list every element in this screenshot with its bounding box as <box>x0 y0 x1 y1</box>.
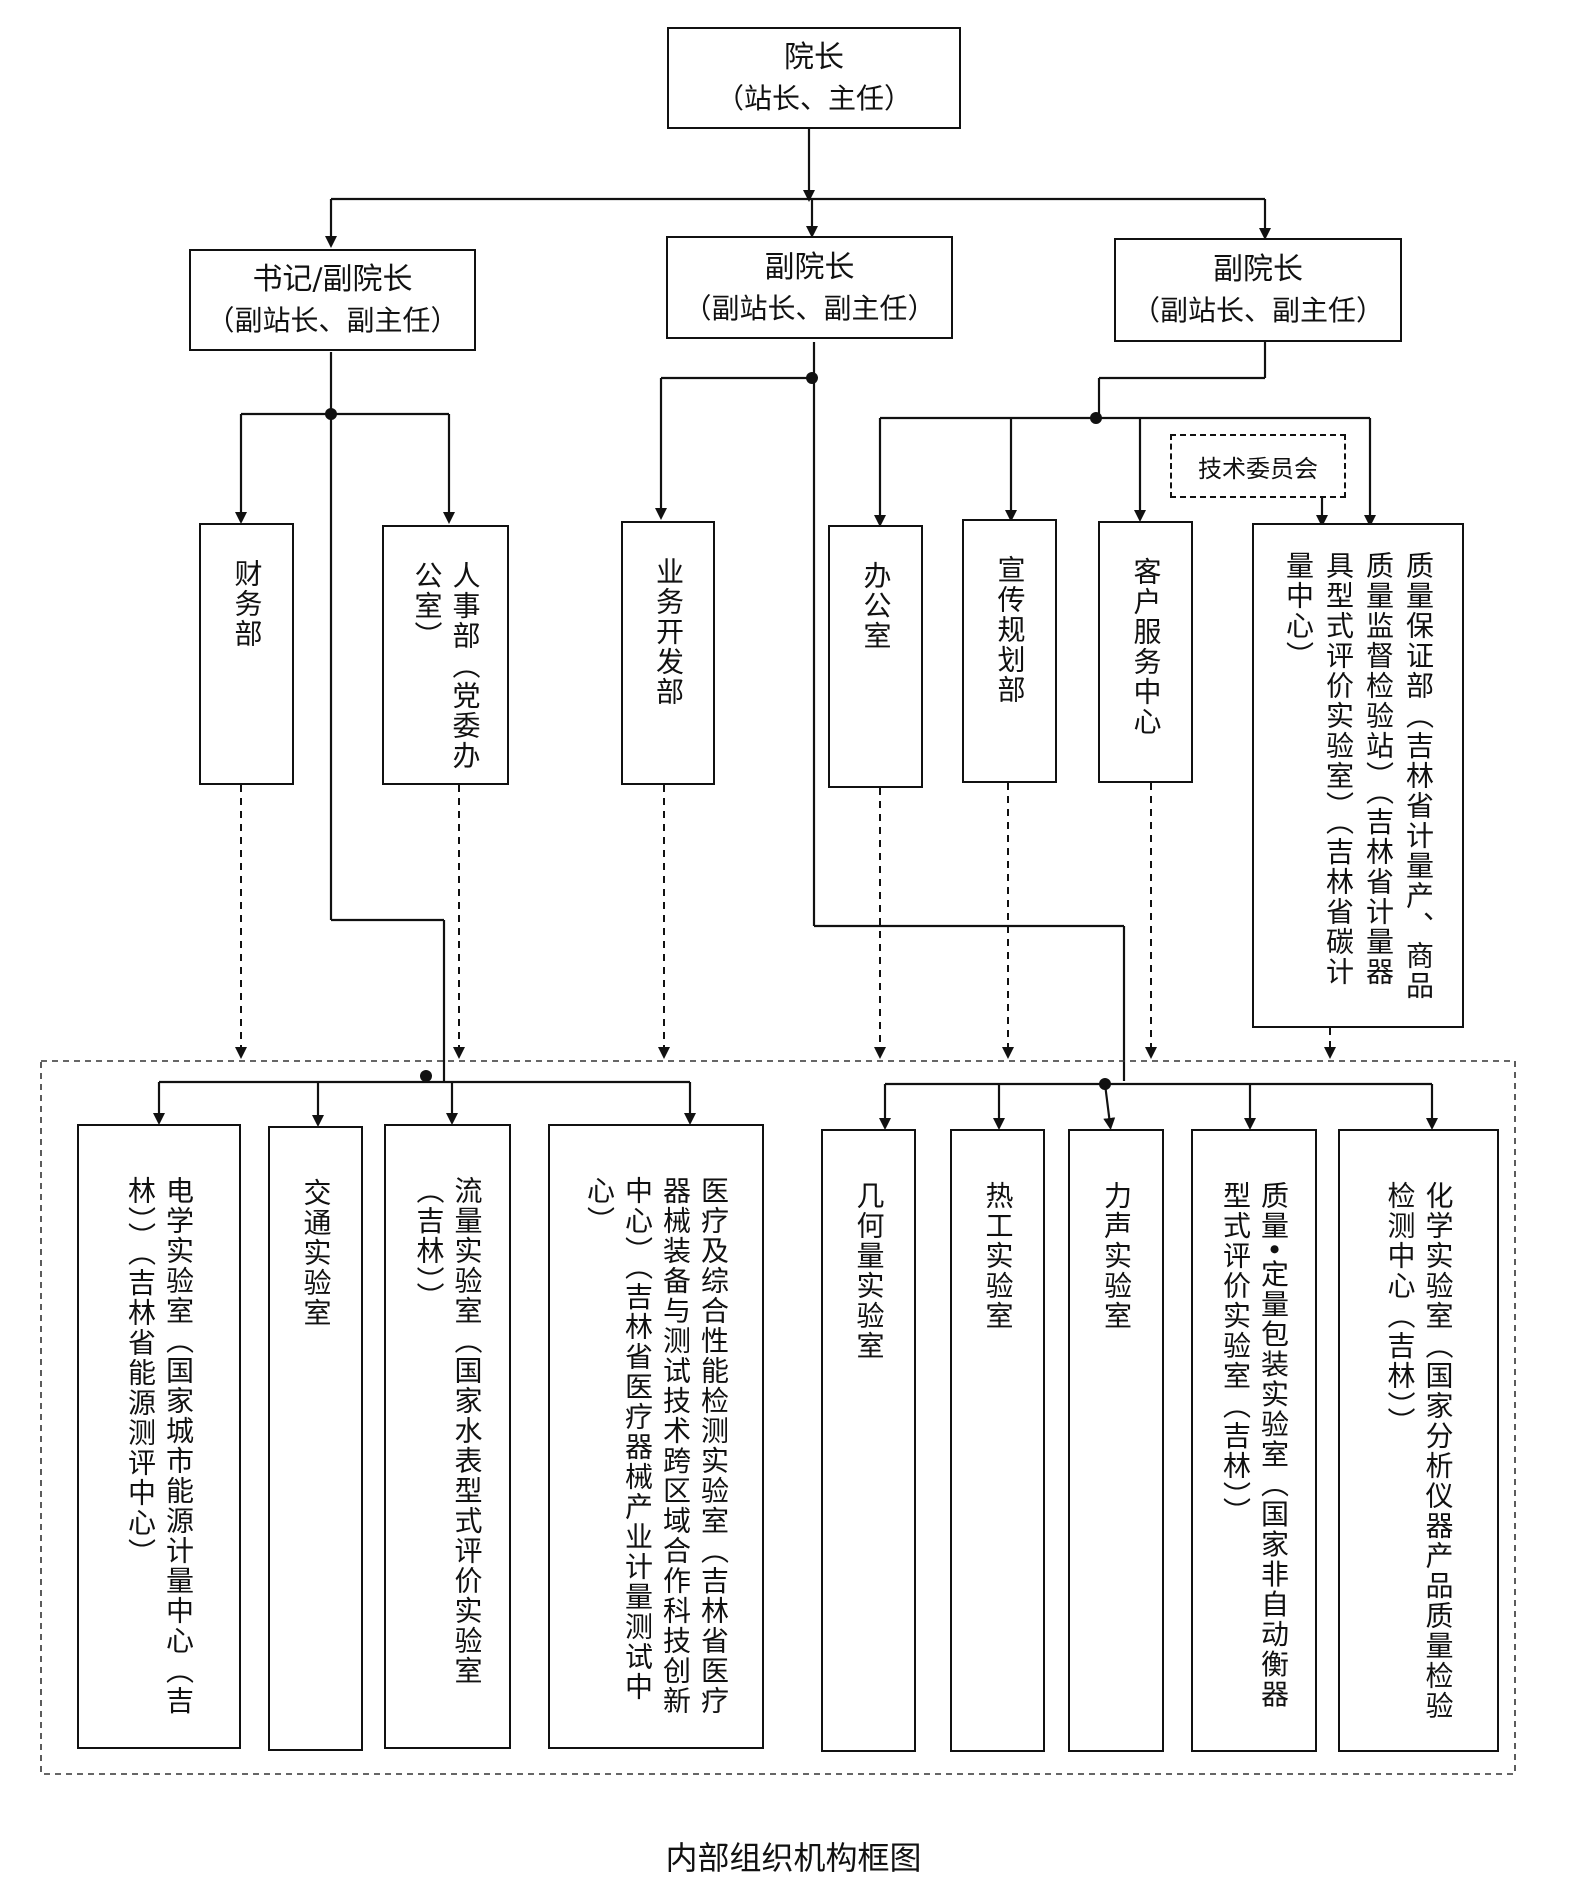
dept-customer-box: 客户服务中心 <box>1098 521 1193 783</box>
dept-publicity-box: 宣传规划部 <box>962 519 1057 783</box>
dept-quality-label: 质量保证部（吉林省计量产、商品质量监督检验站）（吉林省计量器具型式评价实验室）（… <box>1282 551 1435 1001</box>
lab-flow-box: 流量实验室（国家水表型式评价实验室（吉林）） <box>384 1124 511 1749</box>
deputy-center-box: 副院长 （副站长、副主任） <box>666 236 953 339</box>
lab-geometry-label: 几何量实验室 <box>852 1181 886 1361</box>
lab-acoustic-label: 力声实验室 <box>1100 1181 1133 1331</box>
lab-traffic-label: 交通实验室 <box>299 1178 333 1328</box>
lab-electrical-label: 电学实验室（国家城市能源计量中心（吉林））（吉林省能源测评中心） <box>124 1176 195 1716</box>
dept-business-box: 业务开发部 <box>621 521 715 785</box>
dept-office-box: 办公室 <box>828 525 923 788</box>
dept-customer-label: 客户服务中心 <box>1129 557 1163 737</box>
dept-finance-label: 财务部 <box>230 559 264 649</box>
dept-publicity-label: 宣传规划部 <box>993 555 1027 705</box>
director-box: 院长 （站长、主任） <box>667 27 961 129</box>
lab-chemistry-box: 化学实验室（国家分析仪器产品质量检验检测中心（吉林）） <box>1338 1129 1499 1752</box>
deputy-left-subtitle: （副站长、副主任） <box>206 304 459 337</box>
lab-geometry-box: 几何量实验室 <box>821 1129 916 1752</box>
lab-thermal-box: 热工实验室 <box>950 1129 1045 1752</box>
lab-acoustic-box: 力声实验室 <box>1068 1129 1164 1752</box>
deputy-left-title: 书记/副院长 <box>252 262 413 297</box>
deputy-right-title: 副院长 <box>1213 252 1303 287</box>
dept-office-label: 办公室 <box>859 561 893 651</box>
lab-medical-box: 医疗及综合性能检测实验室（吉林省医疗器械装备与测试技术跨区域合作科技创新中心）（… <box>548 1124 764 1749</box>
dept-hr-label: 人事部（党委办公室） <box>410 561 482 771</box>
lab-medical-label: 医疗及综合性能检测实验室（吉林省医疗器械装备与测试技术跨区域合作科技创新中心）（… <box>583 1176 730 1716</box>
tech-committee-label: 技术委员会 <box>1198 454 1318 483</box>
lab-chemistry-label: 化学实验室（国家分析仪器产品质量检验检测中心（吉林）） <box>1383 1181 1455 1721</box>
lab-traffic-box: 交通实验室 <box>268 1126 363 1751</box>
deputy-center-title: 副院长 <box>764 249 855 285</box>
lab-electrical-box: 电学实验室（国家城市能源计量中心（吉林））（吉林省能源测评中心） <box>77 1124 241 1749</box>
director-title: 院长 <box>784 40 844 75</box>
lab-flow-label: 流量实验室（国家水表型式评价实验室（吉林）） <box>412 1176 484 1686</box>
deputy-right-subtitle: （副站长、副主任） <box>1131 294 1384 327</box>
lab-mass-box: 质量•定量包装实验室（国家非自动衡器型式评价实验室（吉林）） <box>1191 1129 1317 1752</box>
lab-thermal-label: 热工实验室 <box>981 1181 1015 1331</box>
lab-mass-label: 质量•定量包装实验室（国家非自动衡器型式评价实验室（吉林）） <box>1219 1181 1290 1710</box>
deputy-left-box: 书记/副院长 （副站长、副主任） <box>189 249 476 351</box>
director-subtitle: （站长、主任） <box>715 82 912 115</box>
tech-committee-box: 技术委员会 <box>1170 434 1346 498</box>
dept-hr-box: 人事部（党委办公室） <box>382 525 509 785</box>
diagram-caption: 内部组织机构框图 <box>665 1839 922 1877</box>
dept-quality-box: 质量保证部（吉林省计量产、商品质量监督检验站）（吉林省计量器具型式评价实验室）（… <box>1252 523 1464 1028</box>
dept-finance-box: 财务部 <box>199 523 294 785</box>
dept-business-label: 业务开发部 <box>652 557 685 707</box>
deputy-center-subtitle: （副站长、副主任） <box>683 291 936 325</box>
deputy-right-box: 副院长 （副站长、副主任） <box>1114 238 1402 342</box>
